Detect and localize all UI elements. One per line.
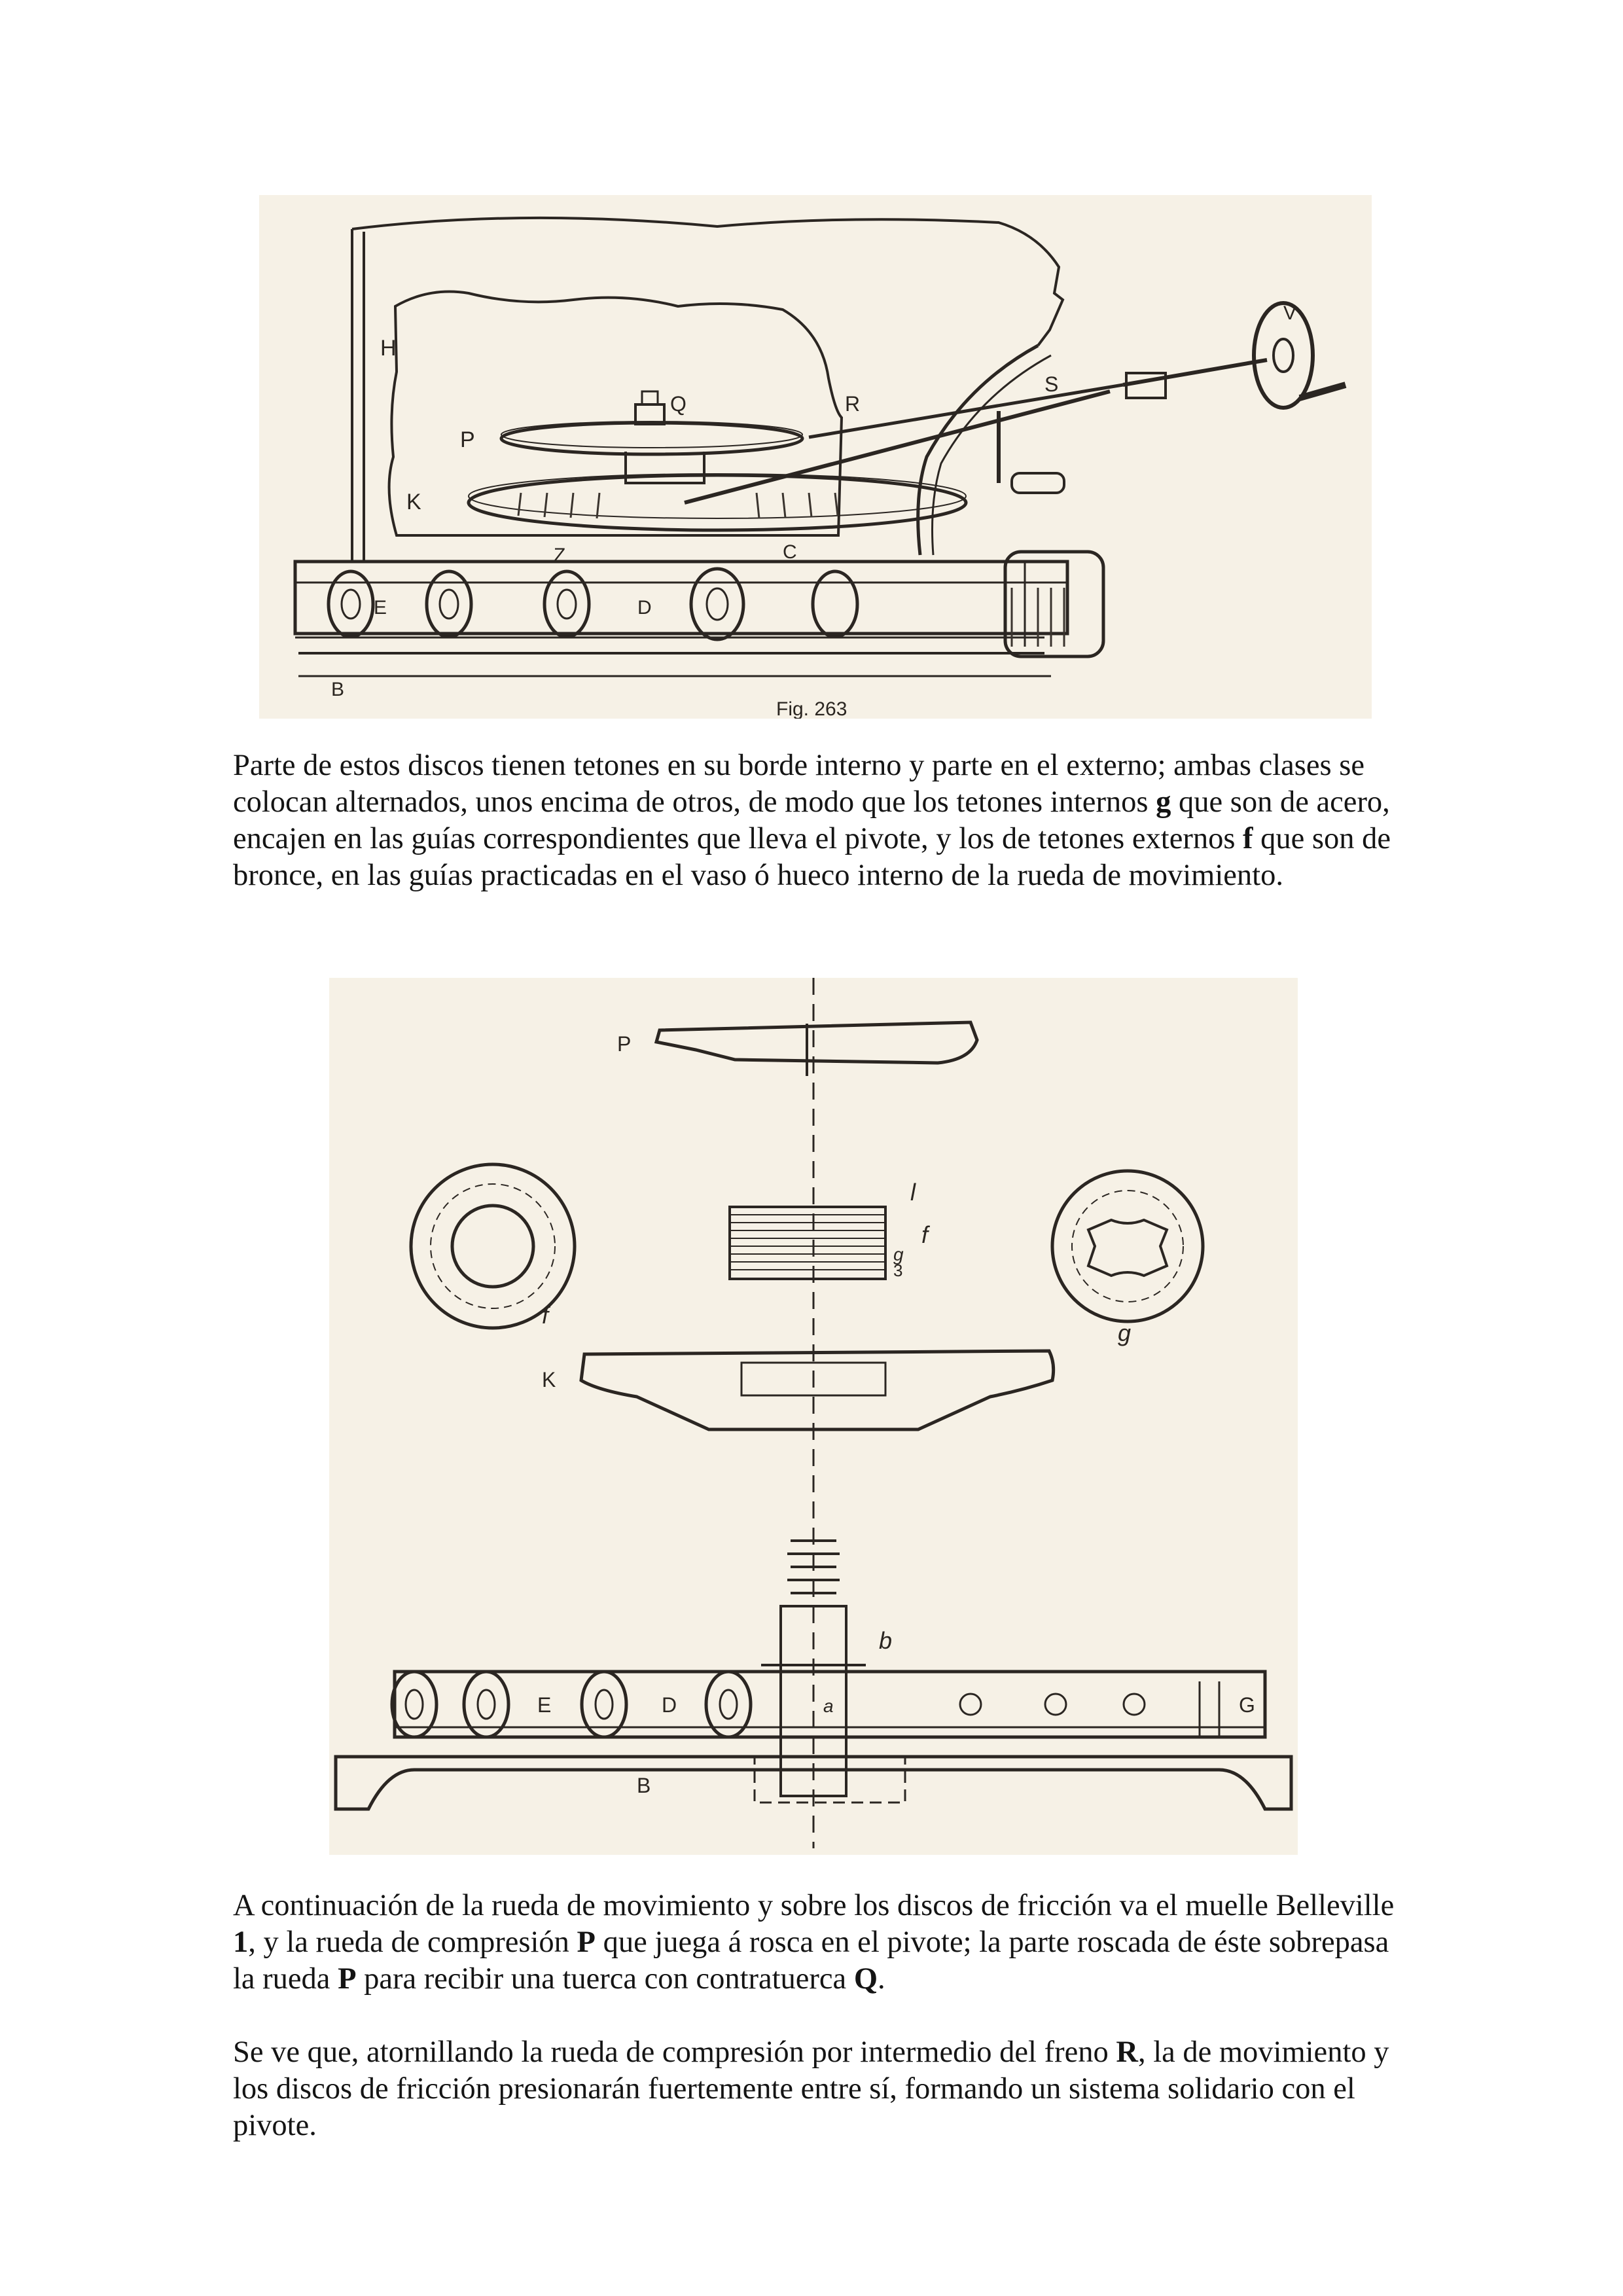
figure-1-drawing: H Q R S V P K Z C E D B Fig. 263: [293, 216, 1347, 719]
fig2-label-e: E: [537, 1693, 551, 1717]
fig2-label-l: l: [910, 1179, 916, 1206]
fig2-label-d: D: [662, 1693, 677, 1717]
fig2-label-a: a: [823, 1696, 834, 1716]
fig1-caption: Fig. 263: [776, 698, 847, 719]
paragraph2-bold-1: 1: [233, 1926, 249, 1959]
paragraph2-text-5: .: [877, 1962, 885, 1996]
fig2-label-three: 3: [893, 1261, 902, 1280]
fig2-label-b-base: B: [637, 1774, 651, 1797]
paragraph2-text-2: , y la rueda de compresión: [248, 1926, 577, 1959]
paragraph1-text-2: que son de acero, encajen en las guías c…: [233, 785, 1390, 855]
fig2-label-b-lower: b: [879, 1627, 892, 1654]
paragraph2-text-3: que juega á rosca en el pivote; la parte…: [233, 1926, 1389, 1996]
fig1-label-d: D: [637, 597, 652, 619]
paragraph1-bold-g: g: [1156, 785, 1171, 819]
paragraph3-text-1: Se ve que, atornillando la rueda de comp…: [233, 2036, 1116, 2069]
fig1-label-c: C: [783, 541, 797, 563]
paragraph1-bold-f: f: [1243, 822, 1253, 855]
paragraph2-bold-p2: P: [338, 1962, 357, 1996]
fig1-label-h: H: [380, 336, 397, 361]
fig2-label-k: K: [542, 1368, 556, 1391]
fig1-label-k: K: [406, 490, 421, 514]
fig1-label-b: B: [331, 679, 344, 700]
paragraph3-text-2: , la de movimiento y los discos de fricc…: [233, 2036, 1389, 2142]
fig2-label-f-stack: f: [921, 1221, 931, 1248]
paragraph1-text-3: que son de bronce, en las guías practica…: [233, 822, 1391, 892]
fig1-label-z: Z: [554, 545, 565, 566]
paragraph2-bold-q: Q: [853, 1962, 878, 1996]
paragraph2-text-4: para recibir una tuerca con contratuerca: [356, 1962, 854, 1996]
fig1-label-s: S: [1044, 372, 1058, 396]
paragraph1-text-1: Parte de estos discos tienen tetones en …: [233, 749, 1364, 819]
paragraph2-bold-p1: P: [577, 1926, 596, 1959]
fig2-label-g-base: G: [1239, 1693, 1255, 1717]
figure-1-friction-clutch-assembly: H Q R S V P K Z C E D B Fig. 263: [259, 195, 1372, 719]
fig2-label-p: P: [617, 1032, 631, 1056]
fig1-label-q: Q: [670, 392, 687, 416]
paragraph-belleville-spring: A continuación de la rueda de movimiento…: [233, 1888, 1398, 1998]
figure-2-exploded-clutch-parts: P l f g 3 f g K b E D a G B: [329, 978, 1298, 1855]
fig1-label-v: V: [1283, 302, 1296, 324]
figure-2-drawing: P l f g 3 f g K b E D a G B: [334, 978, 1293, 1848]
fig2-label-g-stack: g: [893, 1244, 904, 1265]
fig1-label-r: R: [845, 392, 860, 416]
paragraph-compression-brake: Se ve que, atornillando la rueda de comp…: [233, 2034, 1398, 2144]
paragraph-friction-discs: Parte de estos discos tienen tetones en …: [233, 747, 1398, 894]
paragraph3-bold-r: R: [1116, 2036, 1138, 2069]
paragraph2-text-1: A continuación de la rueda de movimiento…: [233, 1889, 1395, 1922]
fig2-label-g-disc: g: [1118, 1319, 1131, 1346]
fig1-label-e: E: [374, 597, 387, 619]
fig1-label-p: P: [460, 427, 475, 452]
